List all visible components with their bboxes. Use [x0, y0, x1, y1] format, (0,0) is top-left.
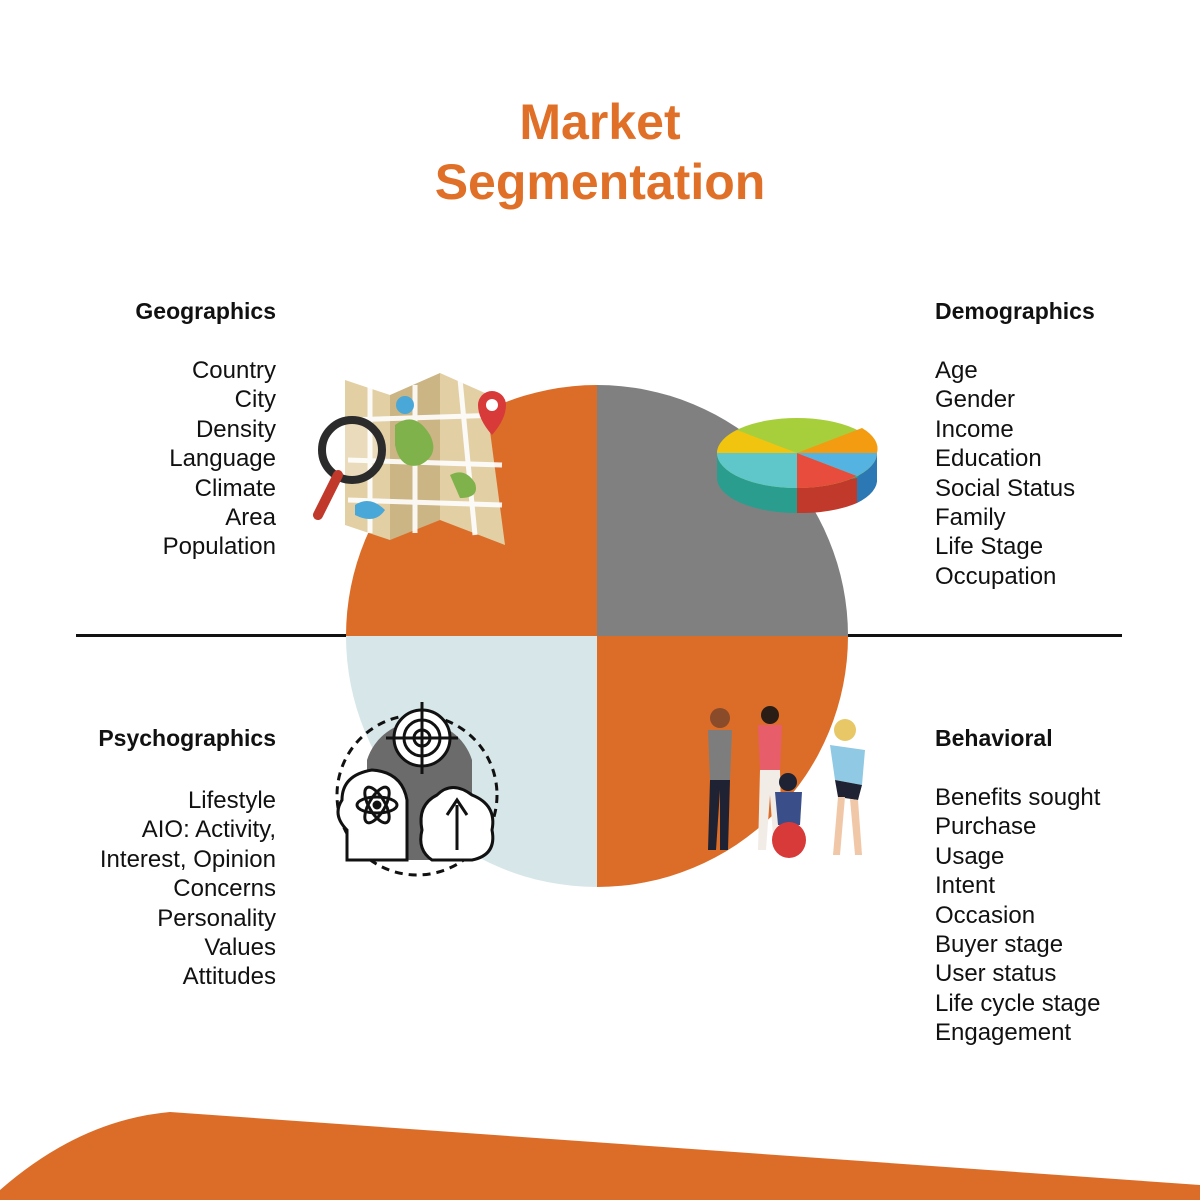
title-line-2: Segmentation	[434, 154, 766, 210]
demographics-heading: Demographics	[935, 298, 1095, 324]
list-item: Age	[935, 357, 978, 384]
geographics-list: Country City Density Language Climate Ar…	[16, 356, 276, 562]
list-item: Gender	[935, 386, 1016, 414]
behavioral-section: Behavioral Benefits sought Purchase Usag…	[935, 723, 1195, 1048]
list-item: Occupation	[935, 562, 1057, 590]
divider-right	[848, 634, 1122, 637]
list-item: City	[234, 386, 276, 414]
list-item: Language	[169, 445, 276, 473]
list-item: AIO: Activity,	[141, 816, 276, 844]
psychographics-section: Psychographics Lifestyle AIO: Activity, …	[16, 723, 276, 992]
list-item: Personality	[157, 904, 276, 932]
behavioral-heading: Behavioral	[935, 725, 1053, 751]
list-item: Purchase	[935, 813, 1037, 841]
list-item: Life cycle stage	[935, 989, 1101, 1017]
list-item: Lifestyle	[187, 787, 276, 814]
list-item: Education	[935, 445, 1042, 473]
demographics-list: Age Gender Income Education Social Statu…	[935, 356, 1195, 591]
mind-target-icon	[335, 702, 499, 877]
title-line-1: Market	[519, 94, 681, 150]
list-item: Attitudes	[182, 963, 276, 991]
list-item: Usage	[935, 842, 1005, 870]
list-item: Family	[935, 504, 1006, 532]
people-group-icon	[708, 706, 865, 858]
list-item: Income	[935, 415, 1014, 443]
geographics-heading: Geographics	[135, 298, 276, 324]
psychographics-list: Lifestyle AIO: Activity, Interest, Opini…	[16, 786, 276, 992]
divider-left	[76, 634, 348, 637]
list-item: User status	[935, 960, 1057, 988]
3d-pie-chart-icon	[717, 418, 878, 514]
list-item: Climate	[194, 474, 276, 502]
list-item: Interest, Opinion	[99, 845, 276, 873]
list-item: Area	[225, 504, 276, 532]
list-item: Density	[195, 415, 276, 443]
list-item: Life Stage	[935, 533, 1044, 561]
list-item: Social Status	[935, 474, 1076, 502]
demographics-section: Demographics Age Gender Income Education…	[935, 296, 1195, 591]
geographics-section: Geographics Country City Density Languag…	[16, 296, 276, 562]
list-item: Buyer stage	[935, 931, 1064, 959]
list-item: Benefits sought	[935, 784, 1101, 811]
bottom-wave-decoration	[0, 1112, 1200, 1200]
list-item: Engagement	[935, 1019, 1072, 1047]
list-item: Concerns	[173, 875, 276, 903]
map-with-magnifier-icon	[313, 373, 506, 545]
list-item: Country	[191, 357, 276, 384]
list-item: Intent	[935, 872, 996, 900]
list-item: Occasion	[935, 901, 1036, 929]
list-item: Population	[162, 533, 276, 561]
list-item: Values	[204, 934, 276, 962]
behavioral-list: Benefits sought Purchase Usage Intent Oc…	[935, 783, 1195, 1048]
psychographics-heading: Psychographics	[98, 725, 276, 751]
